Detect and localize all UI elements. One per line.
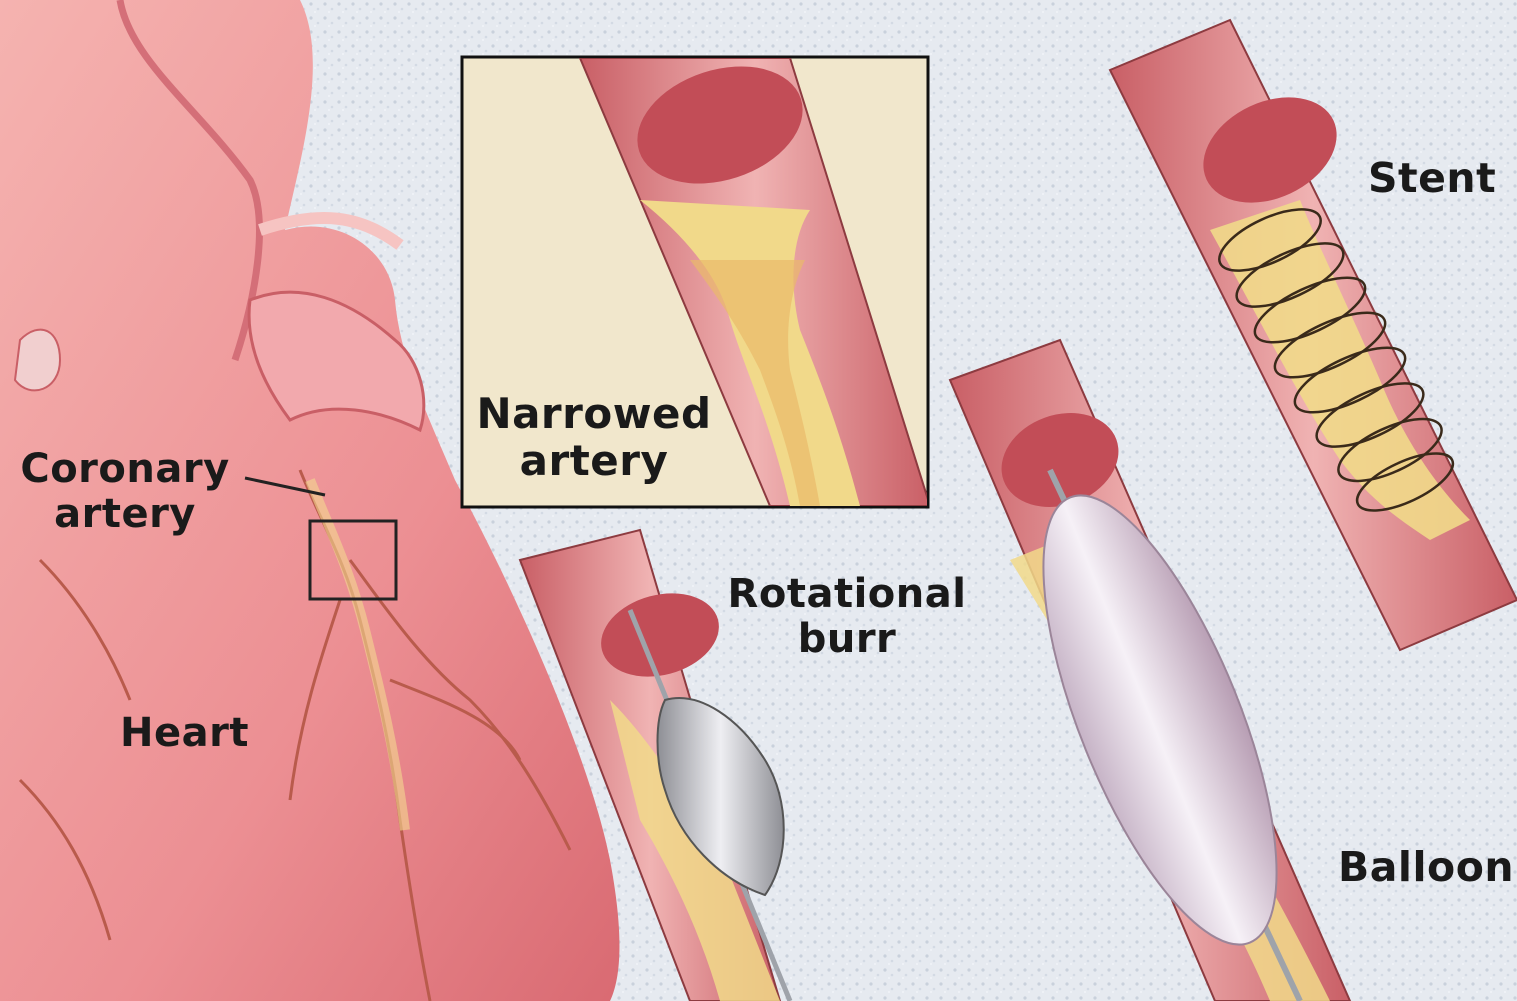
coronary-artery-label: Coronary artery bbox=[10, 447, 240, 537]
coronary-label-line1: Coronary bbox=[10, 447, 240, 492]
balloon-label: Balloon bbox=[1338, 845, 1514, 891]
narrowed-label-line2: artery bbox=[474, 437, 714, 484]
burr-label-line1: Rotational bbox=[722, 572, 972, 617]
narrowed-label-line1: Narrowed bbox=[474, 390, 714, 437]
burr-label-line2: burr bbox=[722, 617, 972, 662]
heart-label: Heart bbox=[120, 711, 249, 756]
coronary-label-line2: artery bbox=[10, 492, 240, 537]
stent-label: Stent bbox=[1368, 156, 1496, 202]
narrowed-artery-label: Narrowed artery bbox=[474, 390, 714, 484]
rotational-burr-label: Rotational burr bbox=[722, 572, 972, 662]
